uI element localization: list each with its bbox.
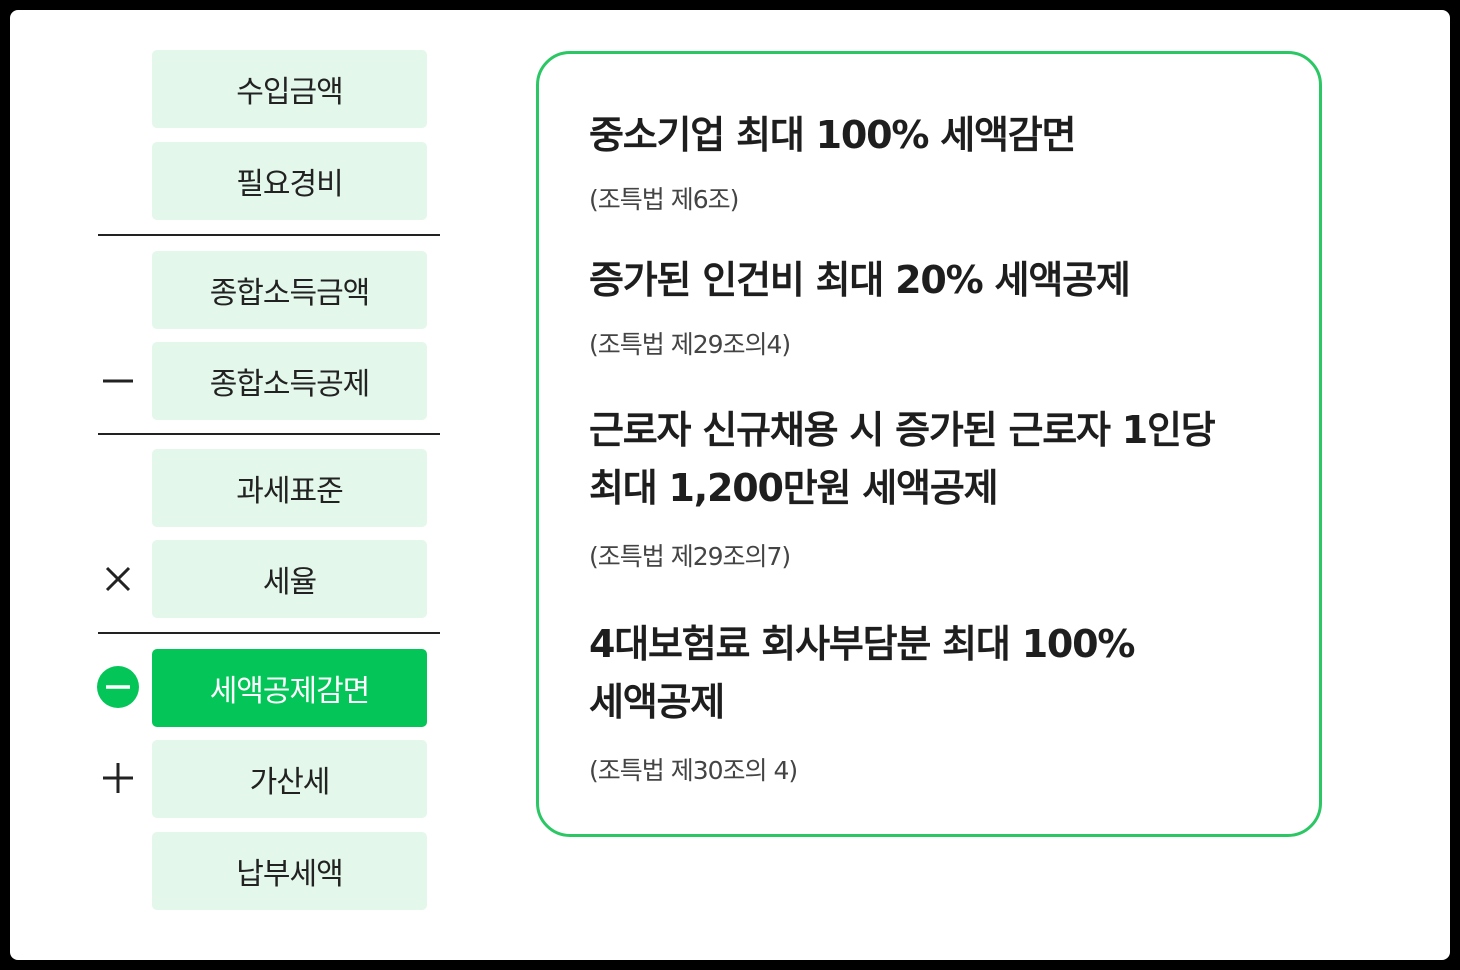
benefits-panel: 중소기업 최대 100% 세액감면 (조특법 제6조) 증가된 인건비 최대 2… bbox=[536, 51, 1322, 837]
step-tax-credit: 세액공제감면 bbox=[152, 649, 427, 727]
divider bbox=[98, 433, 440, 435]
step-income-deduction: 종합소득공제 bbox=[152, 342, 427, 420]
minus-icon bbox=[96, 359, 140, 403]
benefit-reference: (조특법 제29조의4) bbox=[589, 330, 791, 359]
benefit-reference: (조특법 제6조) bbox=[589, 185, 739, 214]
divider bbox=[98, 632, 440, 634]
plus-icon bbox=[96, 756, 140, 800]
step-total-income: 종합소득금액 bbox=[152, 251, 427, 329]
benefit-reference: (조특법 제29조의7) bbox=[589, 542, 791, 571]
step-penalty-tax: 가산세 bbox=[152, 740, 427, 818]
times-icon bbox=[96, 557, 140, 601]
step-revenue: 수입금액 bbox=[152, 50, 427, 128]
divider bbox=[98, 234, 440, 236]
step-tax-base: 과세표준 bbox=[152, 449, 427, 527]
step-tax-rate: 세율 bbox=[152, 540, 427, 618]
step-tax-payable: 납부세액 bbox=[152, 832, 427, 910]
minus-circle-icon bbox=[96, 665, 140, 709]
benefit-title: 중소기업 최대 100% 세액감면 bbox=[589, 113, 1076, 157]
step-expenses: 필요경비 bbox=[152, 142, 427, 220]
benefit-title: 증가된 인건비 최대 20% 세액공제 bbox=[589, 258, 1131, 302]
benefit-title: 4대보험료 회사부담분 최대 100% 세액공제 bbox=[589, 622, 1135, 724]
benefit-reference: (조특법 제30조의 4) bbox=[589, 756, 798, 785]
benefit-title: 근로자 신규채용 시 증가된 근로자 1인당 최대 1,200만원 세액공제 bbox=[589, 408, 1216, 510]
